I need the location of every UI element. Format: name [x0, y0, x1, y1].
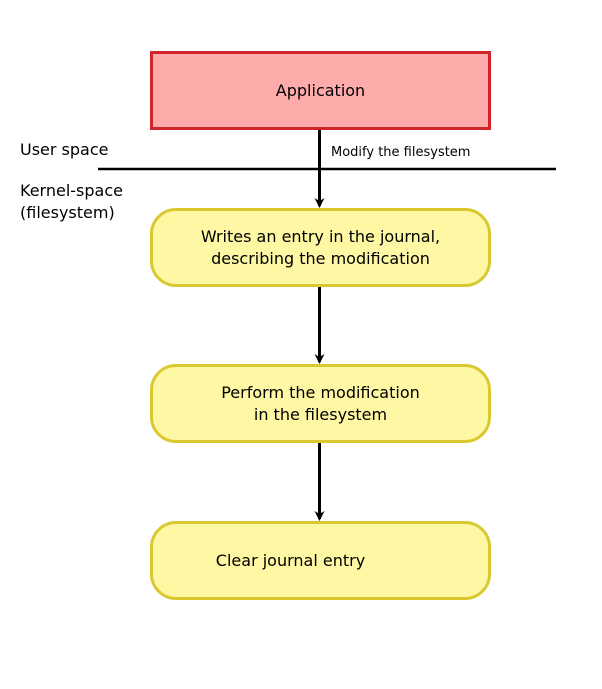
step-write-journal-entry-label: Writes an entry in the journal, describi… — [200, 226, 441, 268]
step-clear-journal-entry-label: Clear journal entry — [215, 550, 366, 570]
application-box: Application — [150, 51, 491, 130]
user-space-label: User space — [20, 140, 109, 159]
step-write-journal-entry: Writes an entry in the journal, describi… — [150, 208, 491, 287]
step-perform-modification: Perform the modification in the filesyst… — [150, 364, 491, 443]
kernel-space-label: Kernel-space (filesystem) — [20, 181, 123, 222]
step-perform-modification-label: Perform the modification in the filesyst… — [221, 382, 420, 424]
modify-filesystem-label: Modify the filesystem — [331, 145, 471, 160]
application-label: Application — [275, 80, 366, 100]
step-clear-journal-entry: Clear journal entry — [150, 521, 491, 600]
